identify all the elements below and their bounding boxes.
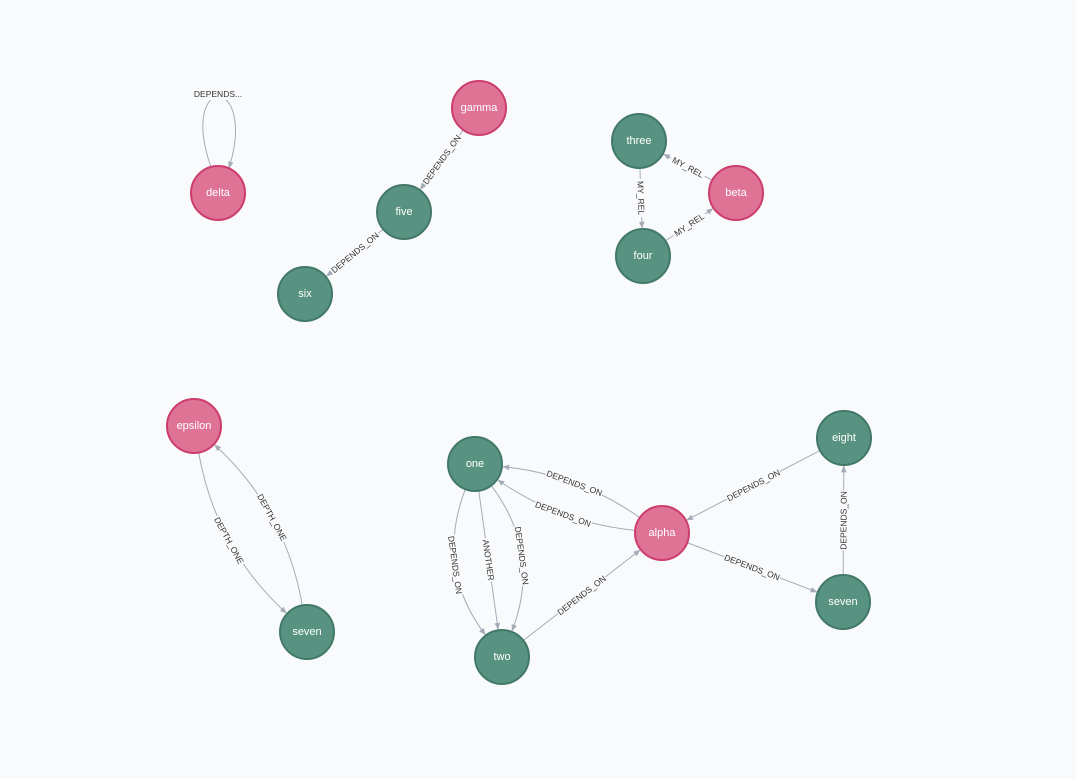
node-delta[interactable]: delta — [190, 165, 246, 221]
edge-label: DEPENDS_ON — [555, 573, 607, 617]
node-four[interactable]: four — [615, 228, 671, 284]
edge-label: DEPENDS_ON — [513, 526, 531, 585]
edge-label: MY_REL — [635, 181, 646, 216]
node-beta[interactable]: beta — [708, 165, 764, 221]
edge-line[interactable] — [198, 452, 287, 614]
edge-sevenB-eight[interactable]: DEPENDS_ON — [837, 465, 850, 576]
node-sevenB[interactable]: seven — [815, 574, 871, 630]
node-eight[interactable]: eight — [816, 410, 872, 466]
edge-label: DEPENDS_ON — [838, 491, 848, 550]
edge-delta-delta[interactable]: DEPENDS... — [188, 88, 248, 169]
edge-four-beta[interactable]: MY_REL — [665, 208, 714, 242]
node-circle[interactable] — [277, 266, 333, 322]
edge-gamma-five[interactable]: DEPENDS_ON — [419, 129, 465, 190]
edge-one-two[interactable]: DEPENDS_ON — [490, 485, 532, 632]
edge-alpha-one[interactable]: DEPENDS_ON — [502, 464, 641, 518]
node-two[interactable]: two — [474, 629, 530, 685]
node-six[interactable]: six — [277, 266, 333, 322]
node-circle[interactable] — [615, 228, 671, 284]
node-circle[interactable] — [611, 113, 667, 169]
node-circle[interactable] — [279, 604, 335, 660]
edge-label: DEPENDS_ON — [446, 535, 464, 594]
node-three[interactable]: three — [611, 113, 667, 169]
edge-sevenA-epsilon[interactable]: DEPTH_ONE — [214, 444, 303, 606]
edge-label: MY_REL — [672, 211, 706, 239]
edge-line[interactable] — [214, 444, 303, 606]
edge-five-six[interactable]: DEPENDS_ON — [326, 228, 384, 277]
node-circle[interactable] — [474, 629, 530, 685]
edge-line[interactable] — [202, 96, 236, 169]
edge-label: DEPENDS... — [194, 89, 242, 99]
edge-three-four[interactable]: MY_REL — [634, 167, 648, 229]
node-circle[interactable] — [815, 574, 871, 630]
node-five[interactable]: five — [376, 184, 432, 240]
edge-one-two[interactable]: DEPENDS_ON — [445, 489, 486, 636]
edge-alpha-sevenB[interactable]: DEPENDS_ON — [687, 542, 818, 593]
node-one[interactable]: one — [447, 436, 503, 492]
node-alpha[interactable]: alpha — [634, 505, 690, 561]
edge-epsilon-sevenA[interactable]: DEPTH_ONE — [198, 452, 287, 614]
edge-one-two[interactable]: ANOTHER — [478, 490, 501, 630]
edge-label: DEPTH_ONE — [255, 492, 289, 543]
node-circle[interactable] — [190, 165, 246, 221]
edge-label: DEPENDS_ON — [725, 467, 782, 503]
node-sevenA[interactable]: seven — [279, 604, 335, 660]
node-circle[interactable] — [451, 80, 507, 136]
node-circle[interactable] — [166, 398, 222, 454]
edge-label: DEPENDS_ON — [329, 230, 380, 275]
node-circle[interactable] — [634, 505, 690, 561]
node-circle[interactable] — [376, 184, 432, 240]
edge-alpha-one[interactable]: DEPENDS_ON — [497, 479, 636, 531]
node-circle[interactable] — [447, 436, 503, 492]
edge-label: DEPENDS_ON — [421, 133, 463, 186]
edge-label: DEPTH_ONE — [212, 515, 246, 566]
edge-eight-alpha[interactable]: DEPENDS_ON — [686, 450, 821, 521]
edge-line[interactable] — [502, 464, 641, 518]
edge-label: DEPENDS_ON — [723, 552, 781, 582]
node-circle[interactable] — [816, 410, 872, 466]
node-circle[interactable] — [708, 165, 764, 221]
edge-label: DEPENDS_ON — [534, 499, 592, 529]
edge-two-alpha[interactable]: DEPENDS_ON — [523, 549, 641, 641]
node-epsilon[interactable]: epsilon — [166, 398, 222, 454]
node-gamma[interactable]: gamma — [451, 80, 507, 136]
edge-label: DEPENDS_ON — [545, 468, 603, 498]
edge-line[interactable] — [497, 479, 636, 531]
edge-beta-three[interactable]: MY_REL — [663, 152, 713, 182]
